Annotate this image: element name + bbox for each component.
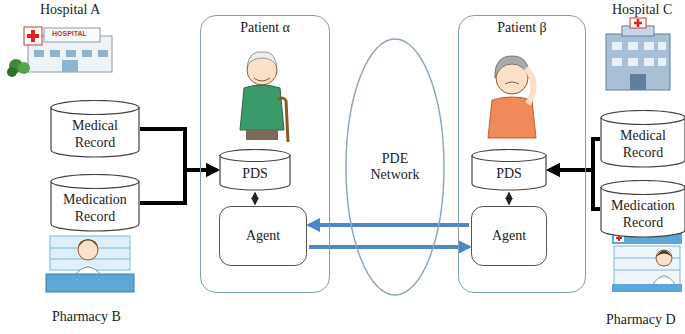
record-cylinder: Medical Record — [50, 100, 140, 158]
hospital-label: Hospital A — [40, 2, 100, 18]
pharmacy-label: Pharmacy D — [606, 312, 676, 328]
patient-panel: Patient β PDS Agent — [458, 15, 586, 293]
connector — [140, 170, 217, 203]
connector — [140, 129, 217, 170]
node-text: Medication Record — [53, 192, 137, 224]
agent-box: Agent — [219, 206, 307, 266]
node-text: Patient α — [240, 20, 290, 36]
sign-text: HOSPITAL — [52, 30, 87, 38]
node-text: Medical Record — [53, 118, 137, 150]
node-text: Agent — [492, 228, 526, 244]
connector — [309, 245, 469, 249]
node-text: Medical Record — [603, 128, 683, 160]
connector — [254, 193, 256, 204]
pds-cylinder: PDS — [471, 149, 547, 191]
network-ellipse: PDE Network — [345, 38, 445, 296]
pharmacist-figure — [612, 232, 682, 292]
record-cylinder: Medication Record — [50, 174, 140, 232]
pharmacist-figure — [46, 236, 134, 292]
agent-box: Agent — [471, 206, 547, 266]
hospital-label: Hospital C — [612, 2, 672, 18]
node-text: Agent — [246, 228, 280, 244]
connector — [309, 223, 469, 227]
node-text: Medication Record — [603, 198, 683, 230]
record-cylinder: Medication Record — [600, 180, 685, 238]
pds-cylinder: PDS — [219, 149, 291, 191]
connector — [549, 170, 600, 209]
hospital-building — [7, 27, 112, 77]
node-text: PDE Network — [365, 151, 425, 183]
elderly-woman-figure — [488, 56, 536, 138]
pharmacy-label: Pharmacy B — [52, 309, 121, 325]
record-cylinder: Medical Record — [600, 110, 685, 168]
node-text: PDS — [242, 166, 268, 182]
patient-panel: Patient α PDS Agent — [200, 15, 330, 293]
connector — [549, 139, 600, 170]
node-text: PDS — [496, 166, 522, 182]
elderly-man-figure — [240, 52, 288, 142]
hospital-building — [606, 18, 670, 90]
node-text: Patient β — [497, 20, 547, 36]
connector — [508, 193, 510, 204]
